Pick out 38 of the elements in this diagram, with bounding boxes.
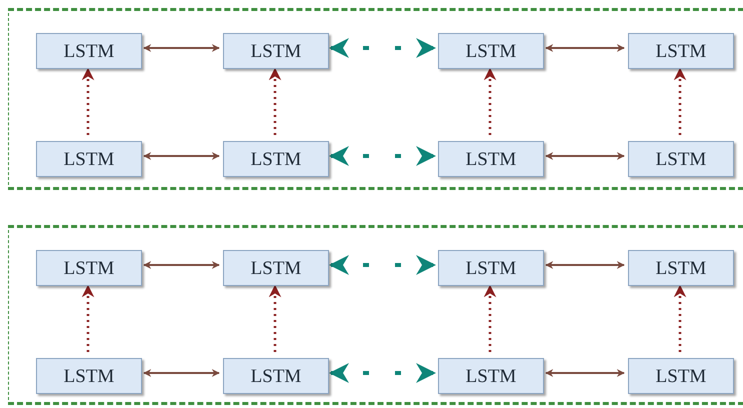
arrow xyxy=(329,363,436,383)
arrow xyxy=(484,68,496,135)
lstm-box: LSTM xyxy=(628,33,734,69)
arrow xyxy=(674,284,686,352)
lstm-box: LSTM xyxy=(36,141,142,177)
arrow xyxy=(545,369,625,377)
arrow xyxy=(143,261,220,269)
arrow xyxy=(329,38,436,58)
lstm-box: LSTM xyxy=(223,33,329,69)
lstm-box: LSTM xyxy=(438,250,544,286)
lstm-box: LSTM xyxy=(438,33,544,69)
lstm-box: LSTM xyxy=(36,358,142,394)
lstm-box: LSTM xyxy=(628,250,734,286)
dashed-group-frame xyxy=(8,225,743,405)
arrow xyxy=(82,284,94,352)
lstm-box: LSTM xyxy=(438,141,544,177)
arrow xyxy=(143,369,220,377)
arrow xyxy=(268,68,282,135)
arrow xyxy=(545,152,625,160)
arrow xyxy=(82,68,94,135)
lstm-box: LSTM xyxy=(36,250,142,286)
lstm-box: LSTM xyxy=(223,358,329,394)
arrow xyxy=(268,284,282,352)
arrow xyxy=(143,44,220,52)
lstm-box: LSTM xyxy=(438,358,544,394)
arrow xyxy=(329,146,436,166)
lstm-box: LSTM xyxy=(223,250,329,286)
arrow xyxy=(674,68,686,135)
arrow xyxy=(143,152,220,160)
lstm-box: LSTM xyxy=(628,358,734,394)
dashed-group-frame xyxy=(8,8,743,190)
arrow xyxy=(545,261,625,269)
lstm-box: LSTM xyxy=(223,141,329,177)
lstm-box: LSTM xyxy=(36,33,142,69)
lstm-box: LSTM xyxy=(628,141,734,177)
arrow xyxy=(545,44,625,52)
arrow xyxy=(484,284,496,352)
arrow xyxy=(329,255,436,275)
